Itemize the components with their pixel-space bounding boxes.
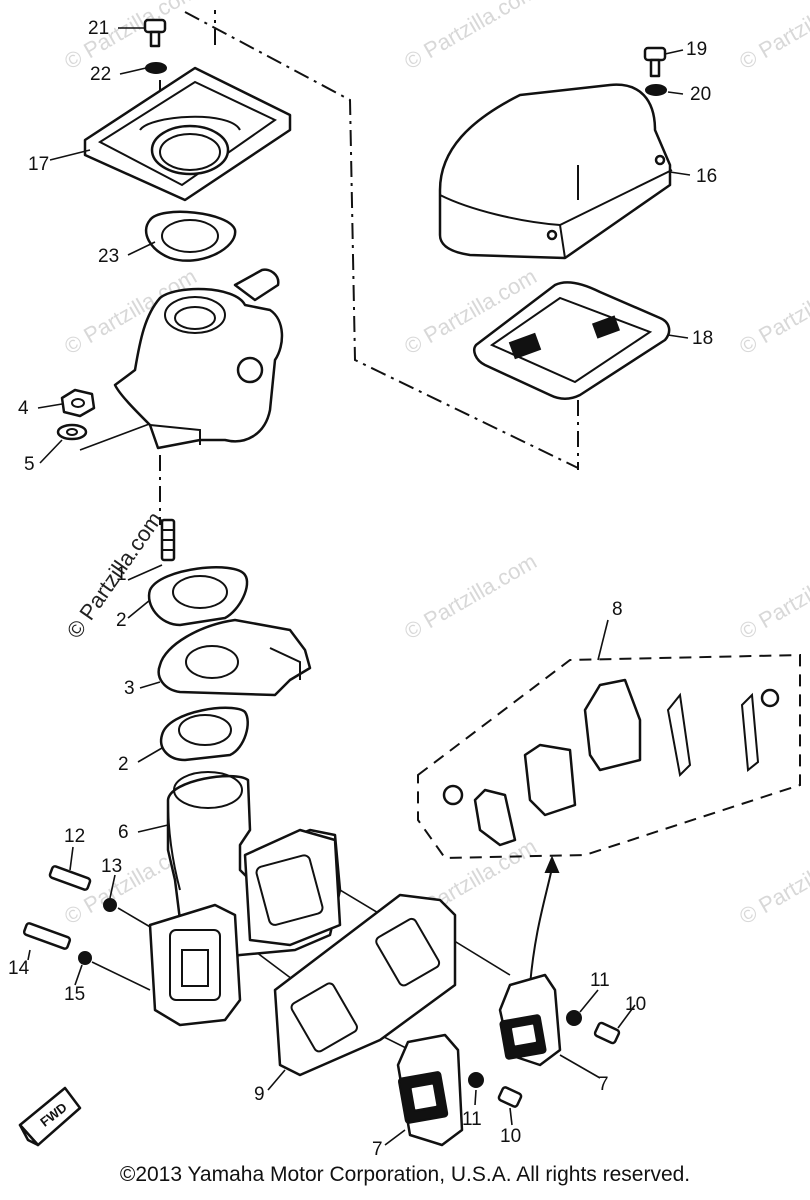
callout-18: 18 xyxy=(692,328,713,349)
silencer-gasket xyxy=(473,281,671,400)
callout-7-upper: 7 xyxy=(598,1074,609,1095)
callout-17: 17 xyxy=(28,154,49,175)
callout-5: 5 xyxy=(24,454,35,475)
watermark: © Partzilla.com xyxy=(400,549,541,645)
air-silencer-cover xyxy=(438,83,673,260)
callout-21: 21 xyxy=(88,18,109,39)
assembly-line xyxy=(117,907,153,929)
callout-16: 16 xyxy=(696,166,717,187)
watermark: © Partzilla.com xyxy=(62,507,168,643)
gasket-upper xyxy=(147,566,249,627)
reed-valve-gasket xyxy=(273,893,457,1077)
watermark: © Partzilla.com xyxy=(735,264,810,360)
callout-12: 12 xyxy=(64,826,85,847)
callout-15: 15 xyxy=(64,984,85,1005)
callout-19: 19 xyxy=(686,39,707,60)
manifold-flange xyxy=(148,903,242,1027)
callout-13: 13 xyxy=(101,856,122,877)
watermark: © Partzilla.com xyxy=(60,0,201,74)
callout-2-upper: 2 xyxy=(116,610,127,631)
reed-valve-assembly-lower xyxy=(396,1033,464,1147)
silencer-base-plate xyxy=(83,66,292,202)
callout-11-upper: 11 xyxy=(590,970,610,991)
cover-bolt xyxy=(643,46,667,96)
copyright-notice: ©2013 Yamaha Motor Corporation, U.S.A. A… xyxy=(119,1163,691,1186)
stud-bolt xyxy=(160,518,176,562)
arrow-head xyxy=(544,855,560,873)
fwd-arrow-icon: FWD xyxy=(18,1086,82,1147)
callout-10-lower: 10 xyxy=(500,1126,521,1147)
callout-14: 14 xyxy=(8,958,30,979)
callout-20: 20 xyxy=(690,84,711,105)
callout-8: 8 xyxy=(612,599,623,620)
nut-and-washer xyxy=(56,388,96,441)
callout-3: 3 xyxy=(124,678,135,699)
callout-labels: 21 22 17 23 4 5 1 2 3 2 6 12 13 14 15 9 … xyxy=(8,18,717,1160)
callout-1: 1 xyxy=(116,564,127,585)
assembly-line xyxy=(91,961,151,991)
assembly-arrow xyxy=(529,867,553,986)
callout-22: 22 xyxy=(90,64,111,85)
assembly-line xyxy=(184,11,579,469)
carburetor xyxy=(113,268,284,450)
callout-9: 9 xyxy=(254,1084,265,1105)
manifold-bolts xyxy=(22,865,117,965)
reed-valve-kit-box xyxy=(417,619,801,860)
callout-11-lower: 11 xyxy=(462,1109,482,1130)
watermark: © Partzilla.com xyxy=(735,834,810,930)
carburetor-gasket xyxy=(144,210,237,262)
watermark: © Partzilla.com xyxy=(400,0,541,74)
watermark: © Partzilla.com xyxy=(735,549,810,645)
gasket-lower xyxy=(159,706,249,762)
callout-23: 23 xyxy=(98,246,119,267)
callout-6: 6 xyxy=(118,822,129,843)
exploded-parts-diagram: © Partzilla.com © Partzilla.com © Partzi… xyxy=(8,0,810,1160)
reed-valve-assembly-upper xyxy=(498,973,562,1067)
callout-7-lower: 7 xyxy=(372,1139,383,1160)
watermark: © Partzilla.com xyxy=(735,0,810,74)
callout-10-upper: 10 xyxy=(625,994,646,1015)
mounting-bracket xyxy=(157,618,312,697)
callout-4: 4 xyxy=(18,398,29,419)
callout-leaders xyxy=(27,27,691,1146)
callout-2-lower: 2 xyxy=(118,754,129,775)
reed-valve-bolts xyxy=(468,1010,621,1108)
